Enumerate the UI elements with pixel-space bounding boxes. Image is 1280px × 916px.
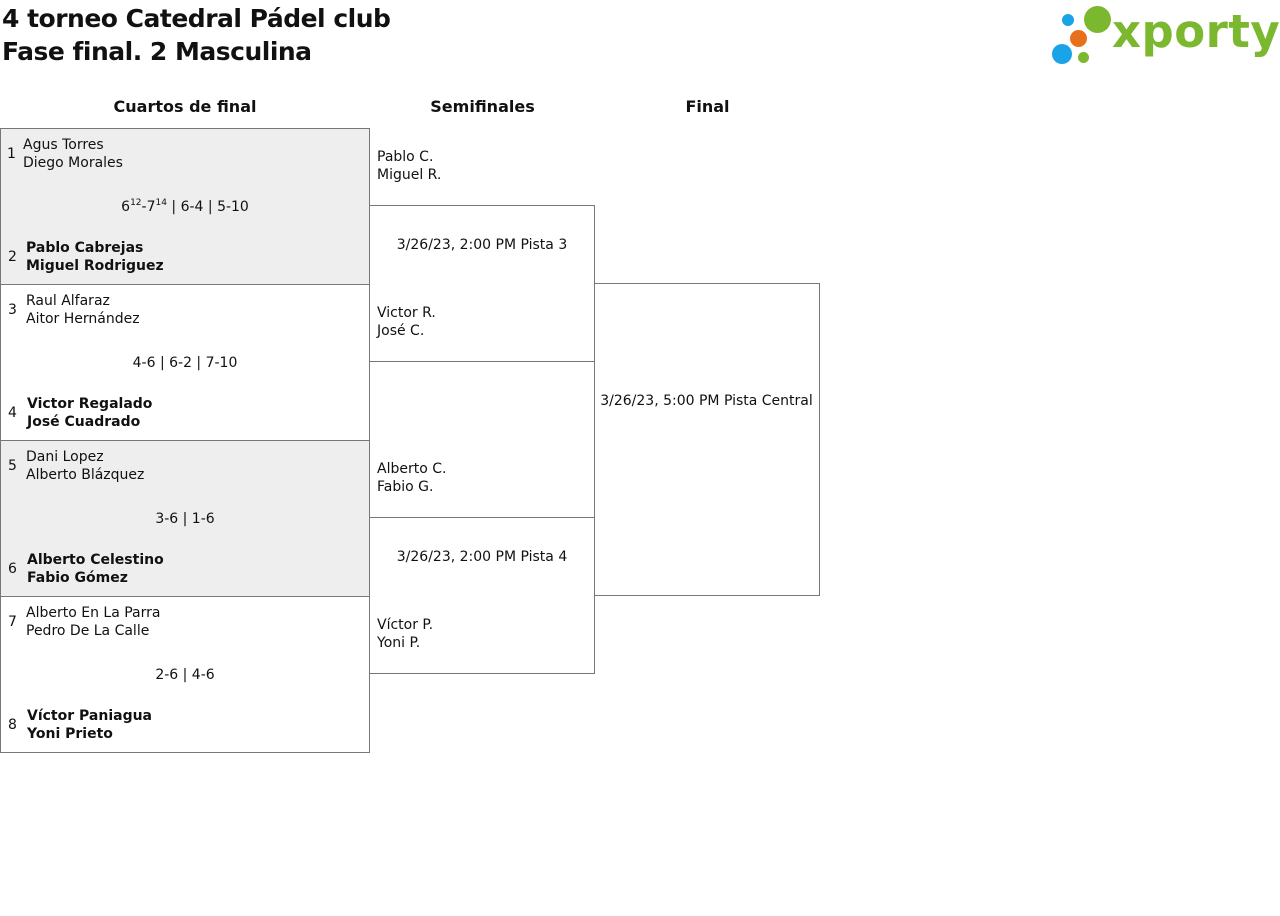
player-name: Miguel Rodriguez xyxy=(26,258,164,274)
logo-dot-blue-small xyxy=(1062,14,1074,26)
team-top: Alberto En La Parra Pedro De La Calle xyxy=(26,604,160,640)
seed-number: 7 xyxy=(8,614,17,630)
team-bottom-winner: Alberto Celestino Fabio Gómez xyxy=(27,551,164,587)
player-name: Víctor P. xyxy=(377,617,434,633)
quarterfinal-match-2[interactable]: 3 Raul Alfaraz Aitor Hernández 4-6 | 6-2… xyxy=(0,284,370,441)
set1-separator: - xyxy=(141,199,147,215)
team-top: Raul Alfaraz Aitor Hernández xyxy=(26,292,140,328)
seed-number: 6 xyxy=(8,561,17,577)
semifinal-2-match-info[interactable]: 3/26/23, 2:00 PM Pista 4 xyxy=(396,549,568,565)
player-name: Aitor Hernández xyxy=(26,311,140,327)
logo-dot-orange xyxy=(1070,30,1087,47)
seed-number: 3 xyxy=(8,302,17,318)
match-score: 2-6 | 4-6 xyxy=(155,667,215,683)
player-name: Victor Regalado xyxy=(27,396,153,412)
semifinal-2-team-bottom: Víctor P. Yoni P. xyxy=(377,616,433,652)
player-name: Fabio Gómez xyxy=(27,570,128,586)
logo-dot-green xyxy=(1084,6,1111,33)
player-name: Miguel R. xyxy=(377,167,442,183)
tournament-title-block: 4 torneo Catedral Pádel club Fase final.… xyxy=(2,2,391,68)
player-name: Yoni P. xyxy=(377,635,421,651)
semifinal-connector-1 xyxy=(369,205,595,362)
match-score: 4-6 | 6-2 | 7-10 xyxy=(132,355,238,371)
set1-score-b: 7 xyxy=(146,199,156,215)
seed-number: 8 xyxy=(8,717,17,733)
semifinal-1-match-info[interactable]: 3/26/23, 2:00 PM Pista 3 xyxy=(396,237,568,253)
player-name: Agus Torres xyxy=(23,137,104,153)
player-name: Raul Alfaraz xyxy=(26,293,110,309)
seed-number: 2 xyxy=(8,249,17,265)
semifinal-2-team-top: Alberto C. Fabio G. xyxy=(377,460,446,496)
match-score: 612-714 | 6-4 | 5-10 xyxy=(1,198,369,216)
header-quarterfinals: Cuartos de final xyxy=(113,97,257,116)
team-bottom-winner: Victor Regalado José Cuadrado xyxy=(27,395,152,431)
player-name: Alberto En La Parra xyxy=(26,605,161,621)
semifinal-1-team-bottom: Victor R. José C. xyxy=(377,304,436,340)
tiebreak-a: 12 xyxy=(130,198,142,208)
seed-number: 4 xyxy=(8,405,17,421)
semifinal-connector-2 xyxy=(369,517,595,674)
tournament-title: 4 torneo Catedral Pádel club xyxy=(2,4,391,33)
player-name: Yoni Prieto xyxy=(27,726,113,742)
player-name: Alberto C. xyxy=(377,461,447,477)
team-top: Agus Torres Diego Morales xyxy=(23,136,123,172)
player-name: José Cuadrado xyxy=(27,414,141,430)
player-name: Fabio G. xyxy=(377,479,434,495)
team-bottom-winner: Víctor Paniagua Yoni Prieto xyxy=(27,707,152,743)
logo-dot-blue-large xyxy=(1052,44,1072,64)
player-name: Alberto Celestino xyxy=(27,552,164,568)
quarterfinal-match-4[interactable]: 7 Alberto En La Parra Pedro De La Calle … xyxy=(0,596,370,753)
header-final: Final xyxy=(685,97,730,116)
tiebreak-b: 14 xyxy=(155,198,167,208)
match-score: 3-6 | 1-6 xyxy=(155,511,215,527)
quarterfinal-match-1[interactable]: 1 Agus Torres Diego Morales 612-714 | 6-… xyxy=(0,128,370,285)
player-name: Alberto Blázquez xyxy=(26,467,145,483)
seed-number: 5 xyxy=(8,458,17,474)
tournament-subtitle: Fase final. 2 Masculina xyxy=(2,37,312,66)
logo-wordmark: xporty xyxy=(1112,5,1280,58)
semifinal-1-team-top: Pablo C. Miguel R. xyxy=(377,148,441,184)
player-name: Victor R. xyxy=(377,305,436,321)
final-match-info[interactable]: 3/26/23, 5:00 PM Pista Central xyxy=(600,393,813,409)
logo-dot-green-small xyxy=(1078,52,1089,63)
remaining-sets: | 6-4 | 5-10 xyxy=(166,199,249,215)
xporty-logo: xporty xyxy=(1050,4,1280,68)
seed-number: 1 xyxy=(7,146,16,162)
final-connector xyxy=(594,283,820,596)
player-name: Pablo Cabrejas xyxy=(26,240,144,256)
team-bottom-winner: Pablo Cabrejas Miguel Rodriguez xyxy=(26,239,164,275)
player-name: Víctor Paniagua xyxy=(27,708,153,724)
player-name: Diego Morales xyxy=(23,155,123,171)
quarterfinal-match-3[interactable]: 5 Dani Lopez Alberto Blázquez 3-6 | 1-6 … xyxy=(0,440,370,597)
player-name: Pedro De La Calle xyxy=(26,623,150,639)
set1-score-a: 6 xyxy=(121,199,131,215)
player-name: Pablo C. xyxy=(377,149,434,165)
player-name: Dani Lopez xyxy=(26,449,104,465)
team-top: Dani Lopez Alberto Blázquez xyxy=(26,448,144,484)
header-semifinals: Semifinales xyxy=(430,97,535,116)
player-name: José C. xyxy=(377,323,425,339)
